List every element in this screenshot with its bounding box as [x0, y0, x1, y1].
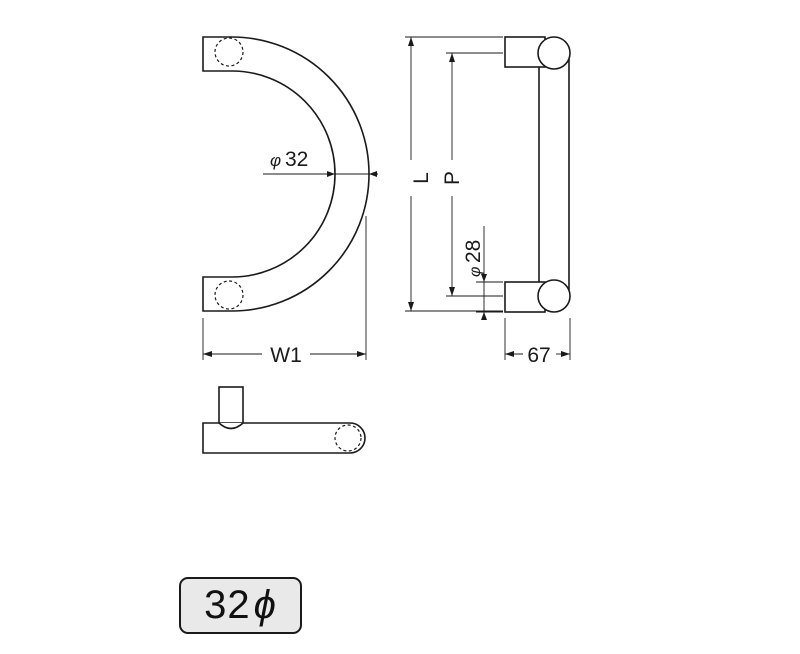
- bottom-mount-hidden-circle: [214, 280, 244, 310]
- post-diameter-dimension: φ 28: [462, 226, 503, 320]
- width-label: W1: [270, 344, 302, 367]
- top-mount-hidden-circle: [214, 37, 244, 67]
- top-end-cap: [537, 36, 571, 70]
- handle-arc: [202, 36, 370, 312]
- pitch-label: P: [441, 171, 464, 185]
- bottom-end-cap: [537, 279, 571, 313]
- post-diameter-prefix: φ: [467, 267, 484, 277]
- projection-dimension: 67: [504, 318, 571, 367]
- rod-diameter-label: 32: [285, 148, 308, 171]
- top-view-rod: [202, 422, 366, 454]
- pitch-dimension: P: [441, 52, 503, 297]
- post-diameter-label: 28: [462, 240, 485, 263]
- top-view-post-base: [218, 422, 244, 430]
- top-view: [202, 386, 366, 454]
- front-view: φ 32 W1: [202, 36, 378, 367]
- projection-label: 67: [527, 344, 550, 367]
- length-dimension: L: [405, 36, 503, 312]
- size-badge-diameter-symbol: ϕ: [253, 583, 277, 627]
- rod-diameter-prefix: φ: [270, 151, 281, 170]
- length-label: L: [410, 172, 433, 184]
- side-view: L P φ 28: [405, 36, 571, 367]
- size-badge-number: 32: [204, 583, 251, 627]
- rod-diameter-dimension: φ 32: [263, 148, 378, 177]
- width-dimension: W1: [202, 216, 367, 367]
- top-view-hidden-circle: [334, 424, 362, 452]
- rod-side: [538, 55, 570, 294]
